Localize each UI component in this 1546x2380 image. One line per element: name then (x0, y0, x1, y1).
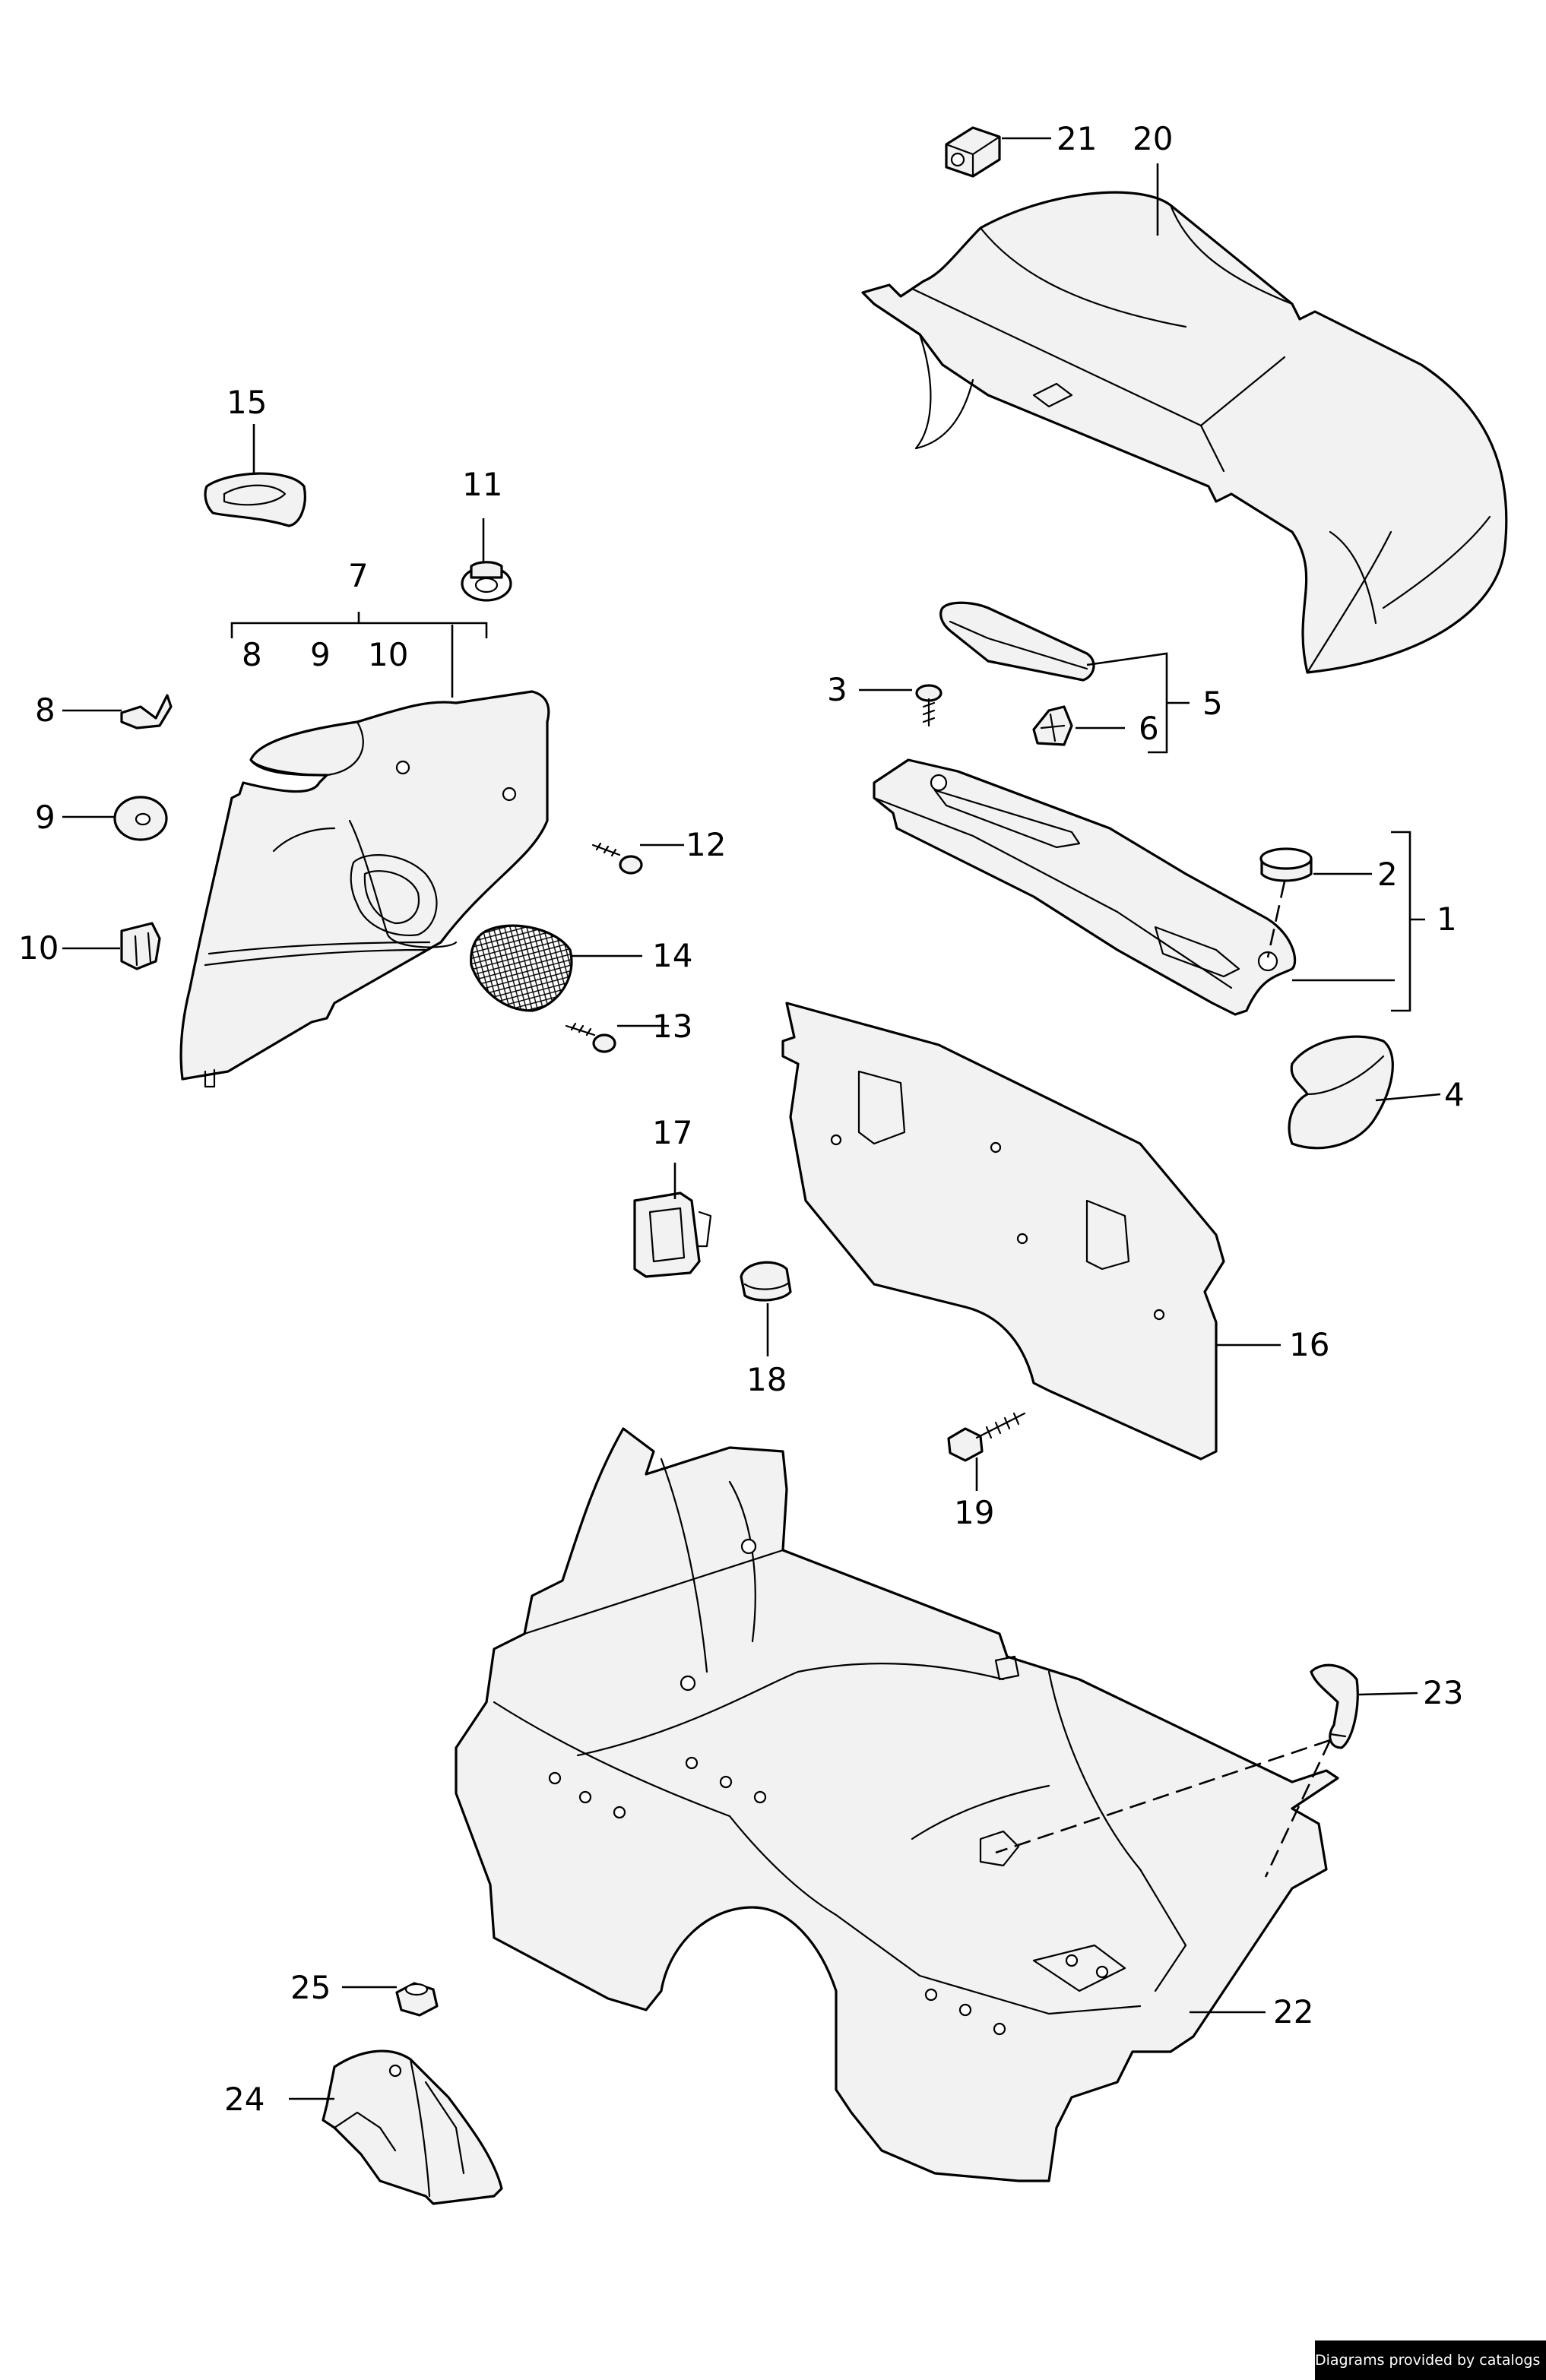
label-7-sub-8: 8 (242, 636, 262, 673)
part-6-clip[interactable] (1032, 705, 1073, 746)
part-4-cover[interactable] (1288, 1035, 1394, 1150)
part-19-bolt[interactable] (947, 1412, 1026, 1462)
label-14: 14 (652, 937, 692, 974)
part-18-buffer[interactable] (740, 1261, 792, 1302)
part-20-rear-shelf[interactable] (861, 191, 1508, 674)
part-22-luggage-compartment-trim[interactable] (455, 1427, 1339, 2182)
part-7-side-trim-panel[interactable] (179, 690, 550, 1088)
label-6: 6 (1139, 710, 1159, 747)
label-5: 5 (1202, 685, 1223, 722)
part-8-clip[interactable] (120, 694, 173, 730)
label-12: 12 (686, 826, 726, 863)
label-24: 24 (224, 2081, 265, 2118)
leader-lines (62, 137, 1441, 2100)
label-23: 23 (1423, 1674, 1463, 1711)
label-1: 1 (1437, 900, 1457, 938)
label-9: 9 (35, 799, 55, 836)
label-18: 18 (746, 1361, 787, 1398)
footer-credit-badge: Diagrams provided by catalogs parts (1315, 2340, 1546, 2380)
label-22: 22 (1273, 1993, 1313, 2030)
part-15-bracket[interactable] (204, 472, 306, 527)
label-15: 15 (227, 384, 267, 421)
part-2-cap[interactable] (1259, 847, 1313, 882)
label-11: 11 (462, 466, 502, 503)
label-25: 25 (290, 1969, 331, 2006)
part-11-push-rivet[interactable] (461, 561, 512, 602)
part-25-nut[interactable] (395, 1982, 439, 2017)
label-17: 17 (652, 1114, 692, 1151)
label-2: 2 (1377, 856, 1398, 893)
label-13: 13 (652, 1008, 692, 1045)
label-10: 10 (18, 929, 59, 967)
label-8: 8 (35, 692, 55, 729)
part-23-cap[interactable] (1310, 1663, 1359, 1749)
label-4: 4 (1444, 1076, 1465, 1113)
label-7-sub-9: 9 (310, 636, 331, 673)
part-14-speaker-grille[interactable] (470, 924, 573, 1012)
label-21: 21 (1057, 120, 1097, 157)
label-7: 7 (348, 557, 369, 594)
label-3: 3 (827, 671, 847, 708)
label-16: 16 (1289, 1326, 1329, 1363)
label-19: 19 (954, 1494, 994, 1531)
part-13-screw[interactable] (565, 1022, 616, 1053)
part-labels: 21 20 15 11 7 8 9 10 8 9 10 12 14 13 3 5… (18, 120, 1465, 2118)
part-3-screw[interactable] (915, 684, 942, 727)
part-21-clip[interactable] (945, 126, 1001, 178)
part-24-bracket-housing[interactable] (322, 2049, 503, 2205)
part-9-washer[interactable] (113, 796, 168, 841)
label-7-sub-10: 10 (368, 636, 408, 673)
part-17-grommet[interactable] (633, 1192, 712, 1278)
part-5-cover-pad[interactable] (939, 601, 1095, 682)
part-16-bulkhead-panel[interactable] (781, 1002, 1225, 1461)
part-10-clip-nut[interactable] (120, 922, 161, 970)
label-20: 20 (1133, 120, 1173, 157)
part-1-trim-strip[interactable] (873, 758, 1297, 1016)
part-12-screw[interactable] (591, 842, 643, 875)
